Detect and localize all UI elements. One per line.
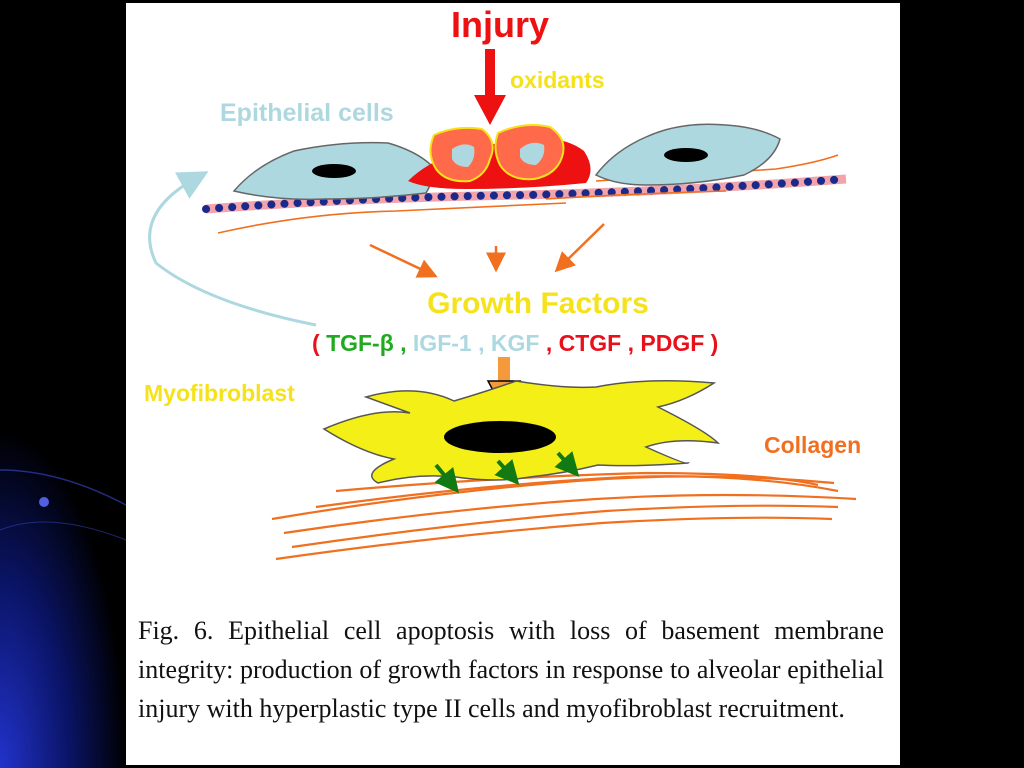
feedback-arrow [148, 171, 317, 327]
membrane-dots [202, 175, 850, 213]
collagen-label: Collagen [764, 432, 861, 458]
separator: , [628, 330, 641, 356]
igf-1: IGF-1 [413, 330, 472, 356]
growth-factor-list: ( TGF-β , IGF-1 , KGF , CTGF , PDGF ) [312, 330, 718, 356]
epithelial-cell-right [594, 123, 781, 186]
separator: , [478, 330, 491, 356]
separator: , [400, 330, 413, 356]
ctgf: CTGF [559, 330, 622, 356]
pdgf: PDGF [640, 330, 704, 356]
type-ii-cell-left [429, 126, 494, 183]
type-ii-cell-right [494, 124, 565, 181]
injured-cells [408, 124, 591, 189]
injury-arrow [474, 49, 506, 125]
injury-label: Injury [451, 4, 549, 45]
myofibroblast-cell [322, 380, 721, 484]
epithelial-cells-label: Epithelial cells [220, 99, 394, 127]
nucleus-left [312, 164, 356, 178]
figure-caption: Fig. 6. Epithelial cell apoptosis with l… [138, 616, 884, 723]
paren-close: ) [711, 330, 719, 356]
myofibroblast-nucleus [444, 421, 556, 453]
kgf: KGF [491, 330, 540, 356]
collagen-fibers [271, 471, 857, 561]
epithelial-cell-left [232, 141, 433, 201]
fibrosis-diagram: Injury oxidants Epithelial cells [144, 4, 861, 561]
tgf-beta: TGF-β [326, 330, 394, 356]
oxidants-label: oxidants [510, 67, 605, 93]
paren-open: ( [312, 330, 320, 356]
slide-panel: Injury oxidants Epithelial cells [126, 3, 900, 765]
myofibroblast-label: Myofibroblast [144, 380, 295, 406]
growth-factor-arrows [369, 223, 605, 278]
nucleus-right [664, 148, 708, 162]
growth-factors-label: Growth Factors [427, 287, 649, 320]
separator: , [546, 330, 559, 356]
collagen-secretion-arrows [434, 451, 580, 494]
